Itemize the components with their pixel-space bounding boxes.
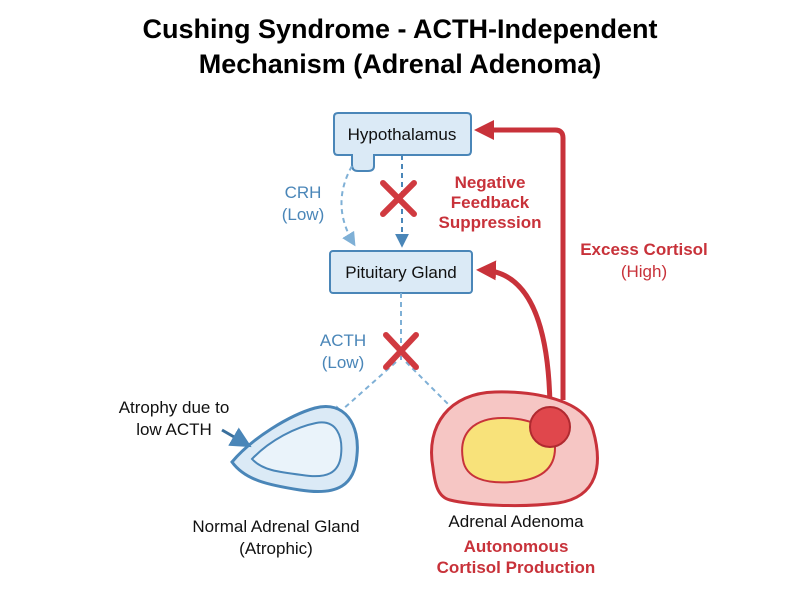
pituitary-label: Pituitary Gland (345, 263, 457, 282)
excess-cortisol-label: Excess Cortisol (580, 240, 708, 259)
acth-blocked-x-icon (383, 332, 419, 370)
pituitary-node: Pituitary Gland (329, 250, 473, 294)
acth-level-label: (Low) (322, 353, 365, 372)
negative-feedback-line-2: Feedback (451, 193, 530, 212)
adenoma-nodule (529, 406, 571, 448)
autonomous-label-line-2: Cortisol Production (437, 558, 596, 577)
normal-adrenal-label-line-1: Normal Adrenal Gland (192, 517, 359, 536)
cortisol-to-pituitary-arrow (476, 260, 553, 408)
adrenal-adenoma-shape (430, 390, 599, 508)
autonomous-label-line-1: Autonomous (464, 537, 569, 556)
crh-level-label: (Low) (282, 205, 325, 224)
atrophy-label-line-1: Atrophy due to (119, 398, 230, 417)
cortisol-to-hypothalamus-arrow (474, 120, 566, 400)
excess-cortisol-level-label: (High) (621, 262, 667, 281)
negative-feedback-line-3: Suppression (439, 213, 542, 232)
negative-feedback-line-1: Negative (455, 173, 526, 192)
crh-blocked-x-icon (380, 180, 417, 217)
normal-adrenal-label-line-2: (Atrophic) (239, 539, 313, 558)
atrophy-label-line-2: low ACTH (136, 420, 212, 439)
hypothalamus-label: Hypothalamus (348, 125, 457, 144)
crh-curved-arrow (340, 165, 356, 247)
acth-label: ACTH (320, 331, 366, 350)
atrophy-pointer-arrow (221, 427, 252, 448)
hypothalamus-node: Hypothalamus (333, 112, 472, 172)
normal-adrenal-gland-shape (230, 405, 359, 494)
diagram-title-line-2: Mechanism (Adrenal Adenoma) (199, 49, 602, 79)
crh-label: CRH (285, 183, 322, 202)
diagram-title-line-1: Cushing Syndrome - ACTH-Independent (143, 14, 658, 44)
adrenal-adenoma-label: Adrenal Adenoma (448, 512, 584, 531)
